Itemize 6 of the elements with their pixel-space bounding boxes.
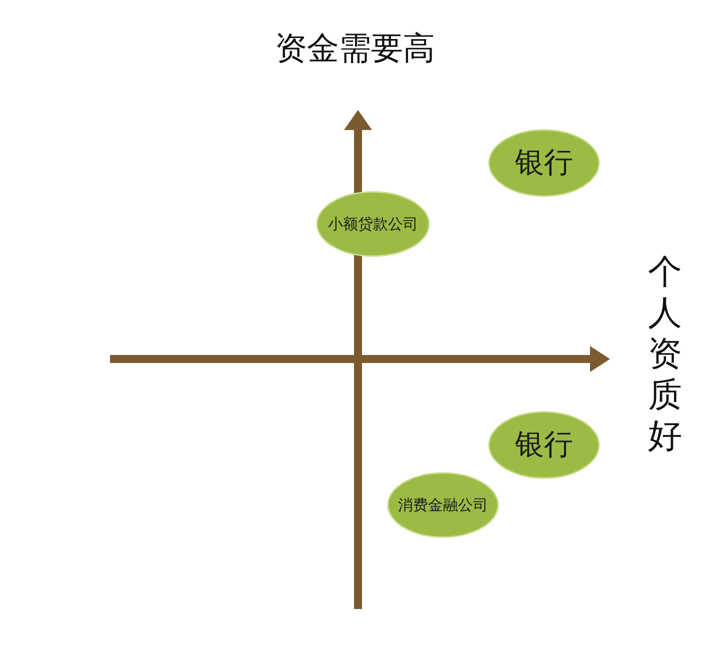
oval-label: 小额贷款公司 <box>316 191 430 257</box>
axis-label: 资金需要高 <box>275 28 435 68</box>
oval-label: 银行 <box>488 129 600 197</box>
oval-label: 银行 <box>488 411 600 479</box>
oval-label: 消费金融公司 <box>387 472 499 538</box>
axis-label: 个人资质好 <box>647 252 683 457</box>
